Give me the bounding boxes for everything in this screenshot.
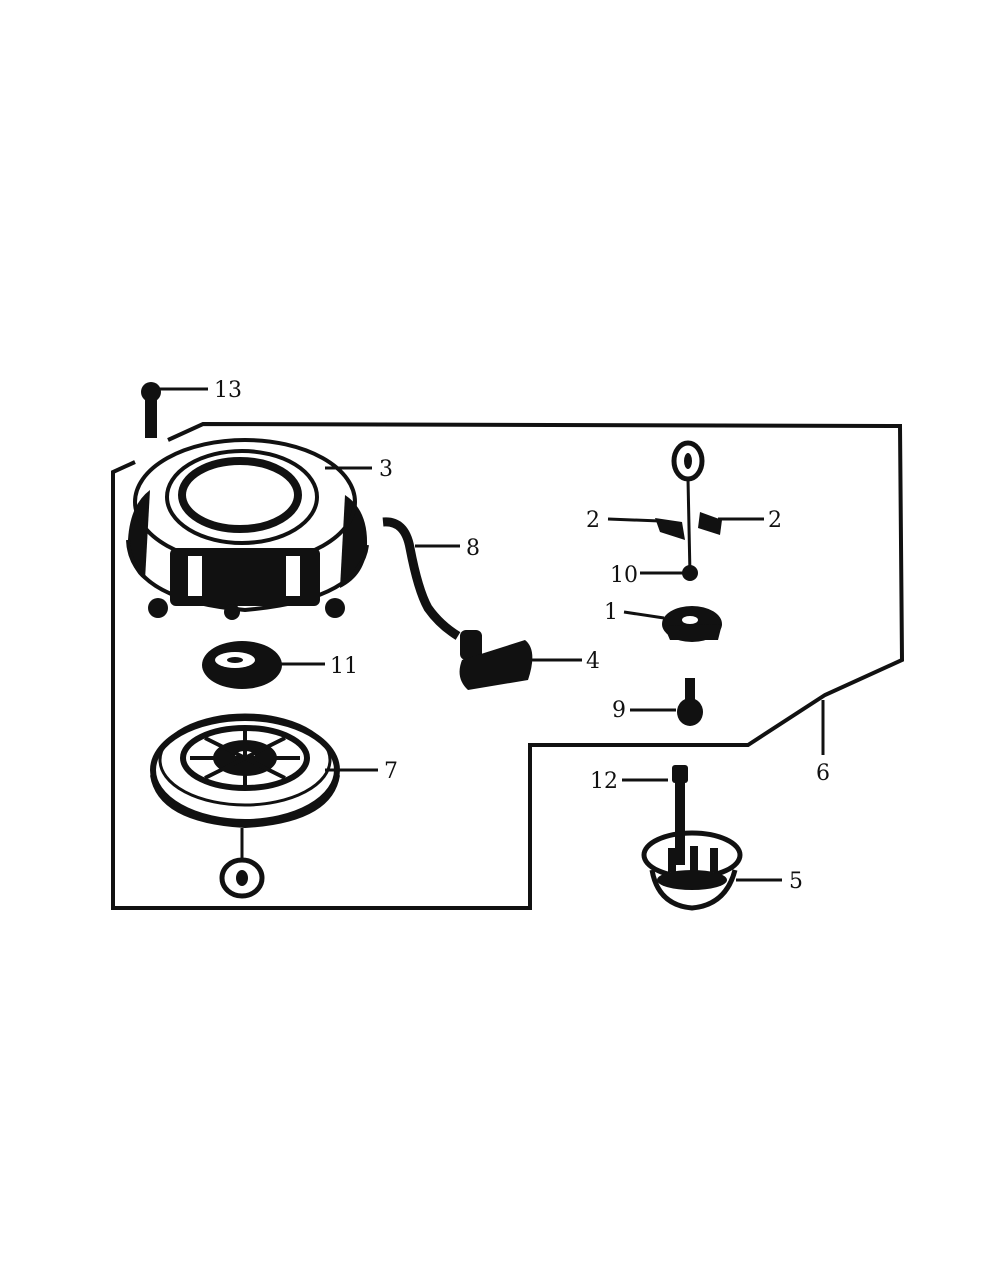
assembly-boundary-outline: [111, 421, 905, 910]
callout-2-right: 2: [768, 508, 782, 533]
part-3-starter-housing: [126, 438, 369, 620]
callout-11: 11: [330, 654, 358, 679]
callout-5: 5: [789, 869, 803, 894]
callout-1: 1: [604, 600, 618, 625]
part-11-spring: [202, 641, 282, 689]
part-2-pawl-left: [655, 518, 685, 540]
callout-3: 3: [379, 457, 393, 482]
part-10-washer: [682, 565, 698, 581]
callout-2-left: 2: [586, 508, 600, 533]
part-13-bolt: [141, 382, 161, 438]
callout-13: 13: [214, 378, 242, 403]
part-1-ratchet: [662, 606, 722, 642]
callout-9: 9: [612, 698, 626, 723]
part-4-starter-handle: [459, 630, 533, 690]
part-2-pawl-right: [698, 512, 722, 535]
part-5-pulley-cup: [641, 830, 743, 911]
part-9-screw: [677, 678, 703, 726]
callout-8: 8: [466, 536, 480, 561]
callout-12: 12: [590, 769, 618, 794]
part-12-bolt: [672, 765, 688, 865]
part-washer-top: [671, 440, 705, 576]
part-8-starter-rope: [382, 517, 461, 640]
callout-10: 10: [610, 563, 638, 588]
callout-4: 4: [586, 649, 600, 674]
callout-7: 7: [384, 759, 398, 784]
part-7-reel: [150, 713, 340, 829]
callout-6: 6: [816, 761, 830, 786]
part-washer-bottom: [219, 828, 265, 899]
